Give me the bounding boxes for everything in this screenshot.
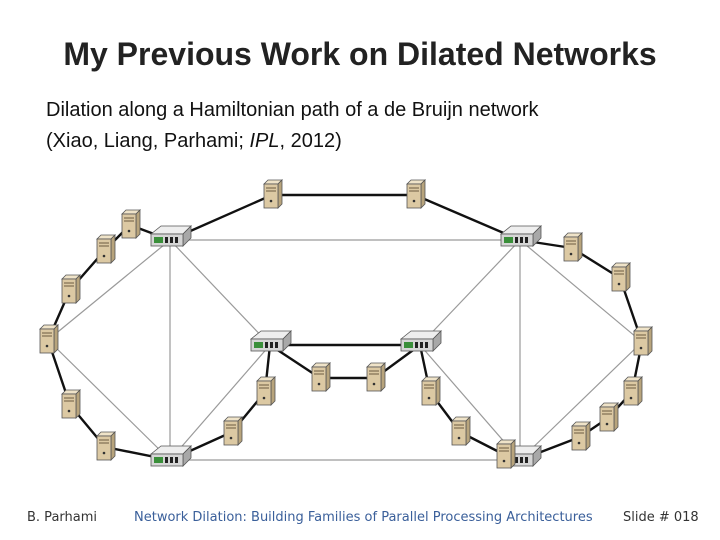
server-tower-icon xyxy=(366,362,386,392)
server-tower-icon xyxy=(311,362,331,392)
server-tower-icon xyxy=(96,431,116,461)
network-switch-icon xyxy=(399,330,442,352)
dilation-edge xyxy=(419,239,521,346)
network-switch-icon xyxy=(499,225,542,247)
server-tower-icon xyxy=(611,262,631,292)
slide-title: My Previous Work on Dilated Networks xyxy=(63,36,657,72)
footer-slide-number: Slide # 018 xyxy=(623,510,699,525)
network-switch-icon xyxy=(149,445,192,467)
dilation-edge xyxy=(519,341,643,461)
server-tower-icon xyxy=(406,179,426,209)
server-tower-icon xyxy=(263,179,283,209)
server-tower-icon xyxy=(121,209,141,239)
server-tower-icon xyxy=(633,326,653,356)
server-tower-icon xyxy=(256,376,276,406)
server-tower-icon xyxy=(571,421,591,451)
subtitle-line-2: (Xiao, Liang, Parhami; IPL, 2012) xyxy=(46,126,686,157)
server-tower-icon xyxy=(61,274,81,304)
dilation-edge xyxy=(47,339,171,461)
dilation-edge xyxy=(169,344,271,461)
server-tower-icon xyxy=(223,416,243,446)
network-switch-icon xyxy=(249,330,292,352)
citation-journal: IPL xyxy=(249,130,280,152)
footer-author: B. Parhami xyxy=(27,510,98,525)
subtitle-line-1: Dilation along a Hamiltonian path of a d… xyxy=(46,99,539,121)
dilation-edge xyxy=(47,239,171,341)
server-tower-icon xyxy=(421,376,441,406)
server-tower-icon xyxy=(496,439,516,469)
server-nodes xyxy=(39,179,653,469)
server-tower-icon xyxy=(599,402,619,432)
server-tower-icon xyxy=(623,376,643,406)
slide-subtitle: Dilation along a Hamiltonian path of a d… xyxy=(46,95,686,157)
citation-authors: (Xiao, Liang, Parhami; xyxy=(46,130,250,152)
server-tower-icon xyxy=(39,324,59,354)
network-switch-icon xyxy=(149,225,192,247)
footer-talk-title: Network Dilation: Building Families of P… xyxy=(134,510,593,525)
server-tower-icon xyxy=(96,234,116,264)
dilation-edges xyxy=(47,239,643,461)
dilation-edge xyxy=(519,239,643,343)
server-tower-icon xyxy=(563,232,583,262)
dilation-edge xyxy=(169,239,271,346)
server-tower-icon xyxy=(61,389,81,419)
citation-year: , 2012) xyxy=(279,130,342,152)
server-tower-icon xyxy=(451,416,471,446)
